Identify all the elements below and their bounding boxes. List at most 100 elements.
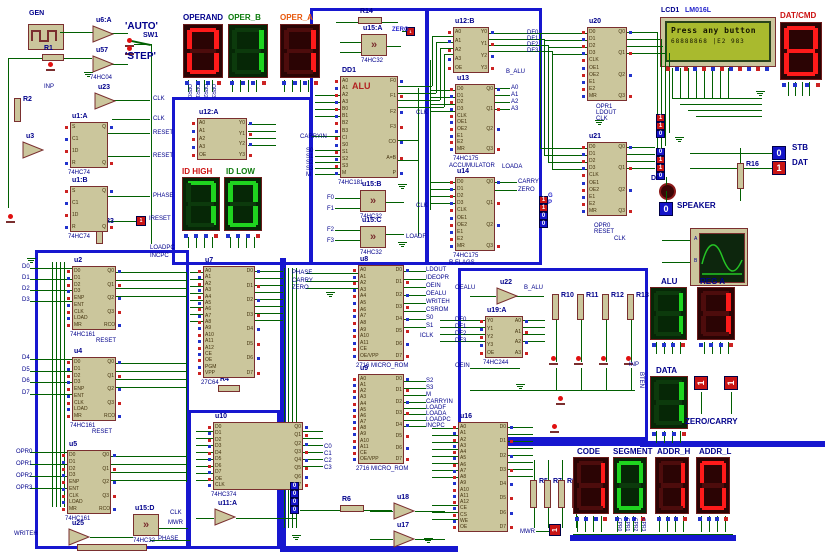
- pin-indicator: [510, 426, 513, 429]
- pin-label: A4: [360, 400, 367, 407]
- bus-state-box[interactable]: 0: [656, 172, 665, 180]
- buffer-part-number: 74HC04: [90, 75, 113, 81]
- pin-indicator: [453, 476, 456, 479]
- push-button-contact[interactable]: [46, 69, 55, 71]
- chip-ref: u12:B: [455, 18, 475, 25]
- bus-state-box[interactable]: 1: [656, 122, 665, 130]
- push-button-contact[interactable]: [599, 363, 608, 365]
- sw1-switch-lever[interactable]: [131, 39, 151, 47]
- bus-state-box[interactable]: 1: [539, 196, 548, 204]
- display-pin-indicator: [615, 517, 619, 521]
- bus-state-box[interactable]: 0: [290, 482, 299, 490]
- chip-ref: u1:B: [72, 177, 88, 184]
- pin-label: OE2: [589, 71, 600, 78]
- diode-d1: [659, 183, 676, 200]
- push-button[interactable]: [552, 424, 557, 429]
- ground-icon: [678, 141, 681, 142]
- bus-state-box[interactable]: 0: [290, 498, 299, 506]
- wire: [740, 189, 741, 201]
- bus-state-box[interactable]: 0: [656, 130, 665, 138]
- pin-label: D1: [589, 151, 596, 158]
- pin-label: D3: [215, 443, 222, 450]
- pin-indicator: [480, 320, 483, 323]
- pin-indicator: [582, 188, 585, 192]
- pin-indicator: [62, 508, 65, 511]
- logic-state-toggle[interactable]: 1: [772, 161, 786, 175]
- push-button[interactable]: [601, 356, 606, 361]
- ground-icon: [87, 76, 90, 77]
- display-pin-indicator: [204, 234, 208, 238]
- wire: [659, 516, 660, 532]
- push-button-contact[interactable]: [574, 363, 583, 365]
- pin-label: E1: [457, 228, 464, 235]
- wire: [315, 116, 340, 117]
- push-button[interactable]: [8, 214, 13, 219]
- push-button-contact[interactable]: [624, 363, 633, 365]
- wire: [672, 98, 762, 99]
- logic-state-toggle[interactable]: 0: [659, 202, 673, 216]
- bus-state-box[interactable]: 0: [290, 490, 299, 498]
- bus-state-box[interactable]: 1: [539, 204, 548, 212]
- pin-label: A6: [205, 306, 212, 313]
- display-pin-indicator: [793, 83, 798, 87]
- bus-state-box[interactable]: 1: [656, 164, 665, 172]
- resistor-R5: [530, 480, 537, 508]
- bus-state-box[interactable]: 0: [539, 212, 548, 220]
- seven-seg-segment: [787, 25, 815, 31]
- pin-label: D7: [246, 370, 253, 376]
- pin-indicator: [67, 374, 70, 378]
- pin-label: D1: [395, 387, 402, 394]
- pin-indicator: [582, 195, 585, 199]
- push-button-contact[interactable]: [125, 53, 134, 55]
- wire: [30, 359, 72, 360]
- logic-state-toggle[interactable]: 0: [772, 146, 786, 160]
- logic-state-toggle[interactable]: 1: [136, 216, 146, 226]
- logic-state-toggle[interactable]: 1: [549, 524, 561, 536]
- pin-label: A2: [514, 339, 521, 346]
- pin-label: A3: [205, 287, 212, 294]
- seven-seg-segment: [185, 206, 191, 226]
- pin-label: B3: [342, 127, 349, 134]
- wire: [303, 445, 323, 446]
- seven-seg-segment: [653, 404, 659, 424]
- push-button-contact[interactable]: [556, 403, 565, 405]
- bus-state-box[interactable]: 0: [290, 506, 299, 514]
- wire: [688, 68, 689, 98]
- wire: [712, 68, 713, 98]
- wire: [248, 124, 276, 125]
- bus-state-box[interactable]: 1: [656, 156, 665, 164]
- ground-icon: [517, 386, 523, 387]
- push-button-contact[interactable]: [550, 431, 559, 433]
- pin-indicator: [582, 181, 585, 185]
- wire: [398, 100, 440, 101]
- push-button[interactable]: [558, 396, 563, 401]
- wire: [534, 508, 535, 528]
- logic-state-toggle[interactable]: 1: [406, 27, 415, 36]
- label-df2: DF2: [455, 331, 467, 337]
- push-button[interactable]: [127, 38, 132, 43]
- wire: [116, 379, 186, 380]
- logic-state-toggle[interactable]: 1: [724, 376, 738, 390]
- wire: [196, 431, 213, 432]
- bus-state-box[interactable]: 1: [656, 114, 665, 122]
- pin-indicator: [497, 245, 500, 248]
- push-button[interactable]: [626, 356, 631, 361]
- pin-label: A11: [460, 492, 469, 499]
- pin-label: D3: [395, 303, 402, 310]
- clock-generator[interactable]: [28, 24, 64, 50]
- push-button[interactable]: [576, 356, 581, 361]
- bus-state-box[interactable]: 0: [656, 148, 665, 156]
- pin-label: D2: [246, 297, 253, 304]
- logic-state-toggle[interactable]: 1: [694, 376, 708, 390]
- push-button-contact[interactable]: [549, 363, 558, 365]
- push-button-contact[interactable]: [6, 221, 15, 223]
- push-button[interactable]: [127, 46, 132, 51]
- push-button[interactable]: [48, 62, 53, 67]
- pin-label: D1: [74, 274, 81, 281]
- wire: [108, 196, 150, 197]
- pin-label: CE: [360, 346, 367, 353]
- pin-indicator: [448, 67, 451, 70]
- pin-label: E1: [457, 132, 464, 139]
- bus-state-box[interactable]: 0: [539, 220, 548, 228]
- push-button[interactable]: [551, 356, 556, 361]
